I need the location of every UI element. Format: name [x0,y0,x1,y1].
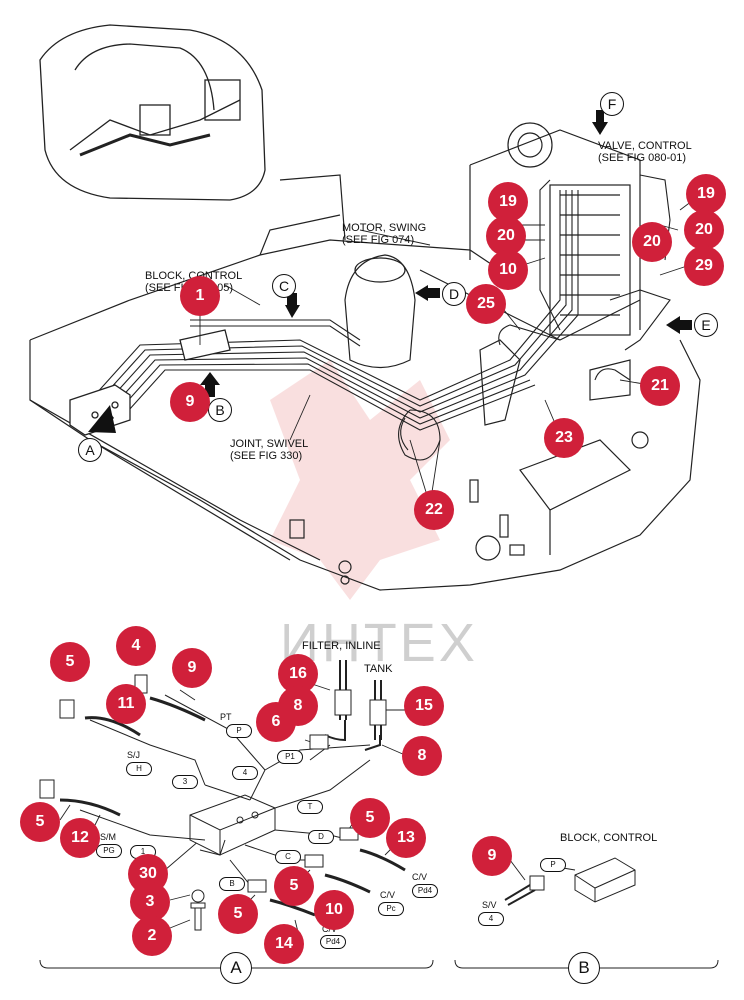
label-valve-control: VALVE, CONTROL (SEE FIG 080-01) [598,140,692,164]
view-letter-d: D [442,282,466,306]
port-4: 4 [232,766,258,780]
callout-5-c: 5 [350,798,390,838]
callout-4: 4 [116,626,156,666]
label-sj: S/J [127,750,141,760]
label-joint-swivel: JOINT, SWIVEL (SEE FIG 330) [230,438,309,462]
callout-20-a: 20 [486,216,526,256]
watermark-emblem [270,360,450,600]
callout-10-a: 10 [488,250,528,290]
port-d: D [308,830,334,844]
port-pd4-a: Pd4 [412,884,438,898]
callout-5-b: 5 [20,802,60,842]
section-a-schematic [39,660,719,977]
callout-2: 2 [132,916,172,956]
port-b: B [219,877,245,891]
port-p-b: P [540,858,566,872]
callout-5-e: 5 [218,894,258,934]
label-cv-1: C/V [412,872,428,882]
view-letter-b: B [208,398,232,422]
label-block-control-b: BLOCK, CONTROL [560,832,658,844]
callout-20-b: 20 [684,210,724,250]
callout-14: 14 [264,924,304,964]
callout-5-d: 5 [274,866,314,906]
machine-frame [29,122,701,591]
label-sm: S/M [100,832,117,842]
callout-1: 1 [180,276,220,316]
callout-11: 11 [106,684,146,724]
callout-10-b: 10 [314,890,354,930]
callout-9-b: 9 [172,648,212,688]
port-pd4-b: Pd4 [320,935,346,949]
port-h: H [126,762,152,776]
section-caption-a: A [220,952,252,984]
view-letter-c: C [272,274,296,298]
port-p1: P1 [277,750,303,764]
view-arrows [88,110,692,433]
control-block-a [69,329,231,436]
label-sv: S/V [482,900,497,910]
callout-22: 22 [414,490,454,530]
view-letter-f: F [600,92,624,116]
callout-21: 21 [640,366,680,406]
view-letter-a: A [78,438,102,462]
port-pc: Pc [378,902,404,916]
callout-9-c: 9 [472,836,512,876]
label-pt: PT [220,712,232,722]
callout-6: 6 [256,702,296,742]
callout-9-a: 9 [170,382,210,422]
label-cv-2: C/V [380,890,396,900]
label-motor-swing: MOTOR, SWING (SEE FIG 074) [342,222,427,246]
port-t: T [297,800,323,814]
callout-8-b: 8 [402,736,442,776]
port-pg: PG [96,844,122,858]
port-c: C [275,850,301,864]
port-p: P [226,724,252,738]
callout-19-a: 19 [488,182,528,222]
view-letter-e: E [694,313,718,337]
section-caption-b: B [568,952,600,984]
hose-bundle [94,174,671,461]
callout-13: 13 [386,818,426,858]
callout-19-b: 19 [686,174,726,214]
callout-20-c: 20 [632,222,672,262]
label-filter-inline: FILTER, INLINE [302,640,381,652]
label-tank: TANK [364,663,393,675]
callout-23: 23 [544,418,584,458]
port-3: 3 [172,775,198,789]
callout-29: 29 [684,246,724,286]
callout-3: 3 [130,882,170,922]
callout-12: 12 [60,818,100,858]
callout-15: 15 [404,686,444,726]
callout-25: 25 [466,284,506,324]
callout-5-a: 5 [50,642,90,682]
port-4-b: 4 [478,912,504,926]
excavator-cab-inset [39,24,266,201]
